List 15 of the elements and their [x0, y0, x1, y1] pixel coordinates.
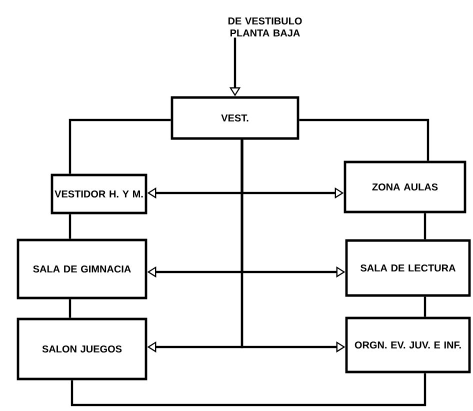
- room-box: SALA DE LECTURA: [345, 239, 471, 297]
- connector-line: [68, 214, 72, 239]
- connector-line: [68, 299, 72, 318]
- room-box: ZONA AULAS: [344, 160, 466, 214]
- connector-line: [70, 373, 426, 406]
- room-box: SALON JUEGOS: [16, 318, 148, 380]
- connector-line: [424, 296, 426, 317]
- connector-line: [299, 118, 430, 161]
- room-box: SALA DE GIMNACIA: [16, 238, 148, 300]
- room-box: ORGN. EV. JUV. E INF.: [345, 316, 471, 374]
- heading-text: DE VESTIBULO PLANTA BAJA: [228, 17, 302, 37]
- room-box: VEST.: [170, 96, 300, 140]
- connector-line: [68, 118, 171, 174]
- room-box: VESTIDOR H. Y M.: [50, 174, 148, 214]
- connector-line: [424, 213, 426, 240]
